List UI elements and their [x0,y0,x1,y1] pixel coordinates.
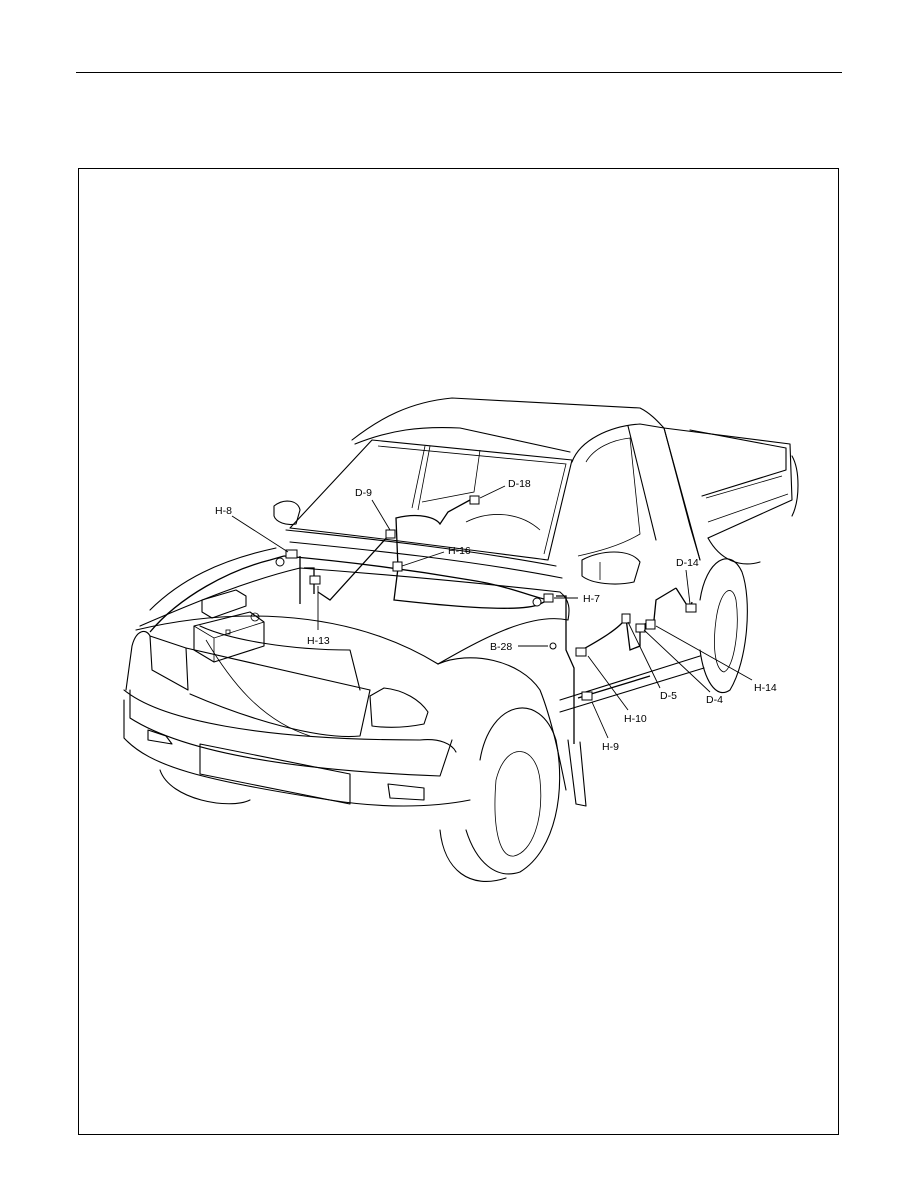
wiring-harness [149,499,693,744]
label-b-28: B-28 [490,641,512,653]
label-d-9: D-9 [355,487,372,499]
label-h-10: H-10 [624,713,647,725]
connector-blocks [275,495,697,701]
connector-labels: D-18 D-9 H-8 H-16 H-13 D-14 H-7 B-28 H-1… [215,478,777,753]
label-h-7: H-7 [583,593,600,605]
header-rule [76,72,842,73]
label-h-8: H-8 [215,505,232,517]
label-h-14: H-14 [754,682,777,694]
truck-outline [123,397,799,882]
label-h-16: H-16 [448,545,471,557]
label-d-14: D-14 [676,557,699,569]
label-h-9: H-9 [602,741,619,753]
figure-frame [78,168,839,1135]
callout-lines [231,485,753,739]
label-d-4: D-4 [706,694,723,706]
label-d-5: D-5 [660,690,677,702]
label-d-18: D-18 [508,478,531,490]
label-h-13: H-13 [307,635,330,647]
